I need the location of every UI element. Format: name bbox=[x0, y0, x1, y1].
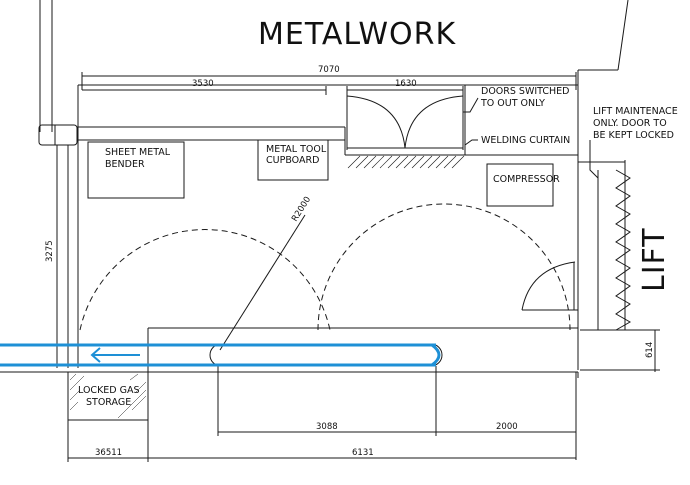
lift-zigzag bbox=[615, 169, 632, 331]
evacuation-path bbox=[0, 343, 441, 367]
label-locked-gas-1: LOCKED GAS bbox=[78, 385, 140, 396]
column-block bbox=[38, 124, 78, 146]
slot-outline bbox=[209, 343, 443, 367]
label-lift: LIFT bbox=[637, 227, 672, 292]
leader-line bbox=[464, 139, 478, 146]
dim-bench-width: 6131 bbox=[352, 448, 374, 458]
leader-line bbox=[463, 97, 479, 113]
metal-tool-cupboard-box bbox=[257, 139, 329, 181]
swing-arc-left bbox=[79, 229, 331, 331]
gas-hatch bbox=[69, 373, 147, 419]
sheet-metal-bender-box bbox=[87, 141, 185, 199]
label-lift-maintenance-3: BE KEPT LOCKED bbox=[593, 130, 674, 141]
path-arrow-head bbox=[90, 347, 101, 363]
dim-door-width: 1630 bbox=[395, 79, 417, 89]
radius-line bbox=[219, 214, 306, 351]
door-swing-left bbox=[346, 95, 406, 149]
label-doors-switched-2: TO OUT ONLY bbox=[480, 98, 545, 109]
compressor-box bbox=[486, 163, 554, 207]
label-compressor: COMPRESSOR bbox=[493, 174, 560, 185]
wall-line bbox=[617, 0, 629, 71]
label-metal-tool-2: CUPBOARD bbox=[266, 155, 319, 166]
dim-left-width: 3530 bbox=[192, 79, 214, 89]
label-locked-gas-2: STORAGE bbox=[86, 397, 131, 408]
label-doors-switched-1: DOORS SWITCHED bbox=[481, 86, 570, 97]
dim-overall-width: 7070 bbox=[318, 65, 340, 75]
label-sheet-metal-1: SHEET METAL bbox=[105, 147, 171, 158]
label-welding-curtain: WELDING CURTAIN bbox=[481, 135, 570, 146]
page-title: METALWORK bbox=[258, 17, 456, 52]
door-swing-right bbox=[404, 95, 464, 149]
label-lift-maintenance-2: ONLY. DOOR TO bbox=[593, 118, 667, 129]
label-radius: R2000 bbox=[290, 195, 313, 224]
dim-bench-gap: 614 bbox=[645, 342, 655, 358]
dim-left-height: 3275 bbox=[45, 240, 55, 262]
dim-slot-to-end: 2000 bbox=[496, 422, 518, 432]
dim-gas-width: 36511 bbox=[95, 448, 122, 458]
leader-line bbox=[589, 140, 599, 179]
welding-curtain-hatch bbox=[347, 155, 465, 169]
swing-arc-right bbox=[317, 203, 571, 331]
path-end bbox=[431, 343, 441, 367]
gas-area bbox=[68, 372, 148, 420]
lift-door-swing bbox=[521, 261, 576, 311]
label-sheet-metal-2: BENDER bbox=[105, 159, 145, 170]
dim-slot-length: 3088 bbox=[316, 422, 338, 432]
label-metal-tool-1: METAL TOOL bbox=[266, 144, 327, 155]
label-lift-maintenance-1: LIFT MAINTENACE bbox=[593, 106, 678, 117]
